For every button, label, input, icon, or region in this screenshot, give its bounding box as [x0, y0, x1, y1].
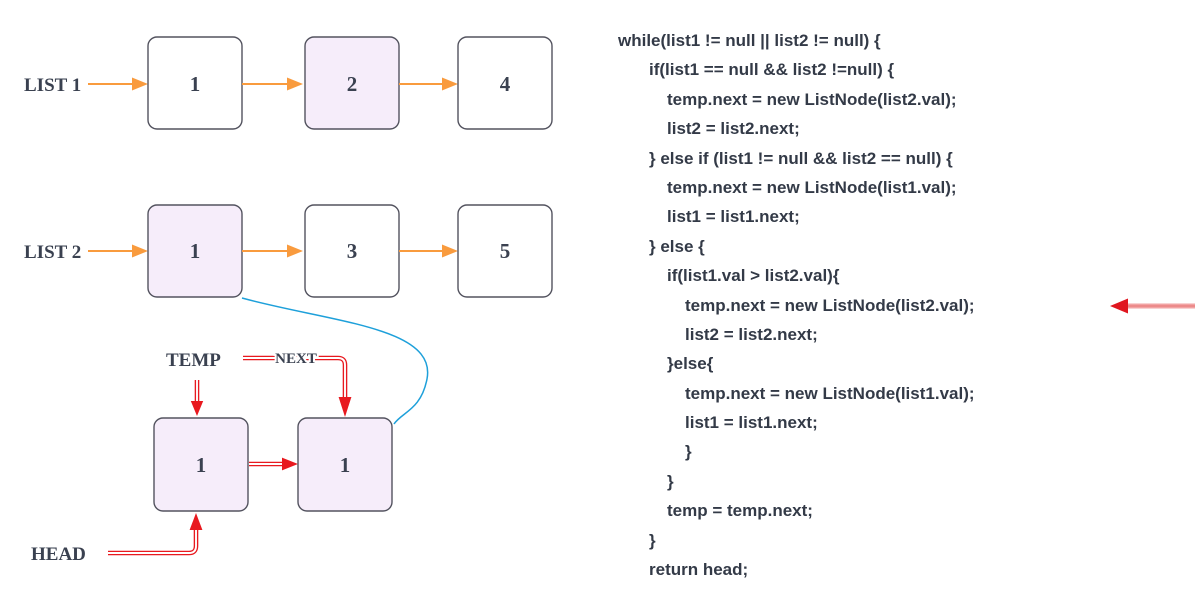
- orange-arrow: [242, 77, 303, 91]
- node-value: 3: [347, 239, 358, 263]
- list2-label: LIST 2: [24, 242, 81, 263]
- list-node: [457, 204, 553, 298]
- code-line: }: [667, 471, 674, 491]
- code-line: } else {: [649, 236, 705, 256]
- code-line: while(list1 != null || list2 != null) {: [618, 31, 881, 50]
- code-line: return head;: [649, 560, 749, 580]
- code-line: temp = temp.next;: [667, 501, 813, 521]
- node-value: 1: [190, 239, 201, 263]
- list1-label: LIST 1: [24, 75, 81, 96]
- node-value: 1: [340, 453, 351, 477]
- code-line: }: [685, 442, 692, 462]
- next-label: NEXT: [275, 351, 317, 367]
- code-line: if(list1 == null && list2 !=null) {: [649, 60, 895, 80]
- head-label: HEAD: [31, 544, 86, 565]
- orange-arrow: [88, 244, 148, 258]
- merged-row: TEMP NEXT 1 1 HEAD: [31, 349, 393, 565]
- code-line: list2 = list2.next;: [685, 324, 818, 344]
- linked-list-diagram: LIST 1 1 2 4 LIST 2 1: [24, 36, 553, 565]
- node-value: 1: [190, 72, 201, 96]
- temp-label: TEMP: [166, 350, 221, 371]
- code-line: temp.next = new ListNode(list2.val);: [685, 295, 975, 315]
- orange-arrow: [399, 77, 458, 91]
- code-pointer-arrow: [1110, 298, 1195, 314]
- list-node: [153, 417, 249, 512]
- code-line: }else{: [667, 354, 714, 374]
- code-block: while(list1 != null || list2 != null) { i…: [618, 26, 1178, 584]
- orange-arrow: [399, 244, 458, 258]
- code-line: temp.next = new ListNode(list2.val);: [667, 89, 957, 109]
- code-line: temp.next = new ListNode(list1.val);: [685, 383, 975, 403]
- head-arrow: [108, 513, 203, 556]
- merge-link-arrow: [249, 457, 298, 471]
- code-line: temp.next = new ListNode(list1.val);: [667, 177, 957, 197]
- list2-to-merged-curve: [241, 297, 429, 425]
- code-line: }: [649, 530, 656, 550]
- orange-arrow: [242, 244, 303, 258]
- orange-arrow: [88, 77, 148, 91]
- list2-row: LIST 2 1 3 5: [24, 204, 553, 298]
- node-value: 1: [196, 453, 207, 477]
- node-value: 2: [347, 72, 358, 96]
- list1-row: LIST 1 1 2 4: [24, 36, 553, 130]
- list-node: [457, 36, 553, 130]
- list-node: [297, 417, 393, 512]
- next-arrow: [243, 355, 352, 417]
- code-line: } else if (list1 != null && list2 == nul…: [649, 148, 953, 168]
- code-line: if(list1.val > list2.val){: [667, 266, 840, 286]
- code-line: list1 = list1.next;: [685, 413, 818, 433]
- node-value: 4: [500, 72, 511, 96]
- node-value: 5: [500, 239, 511, 263]
- code-line: list2 = list2.next;: [667, 119, 800, 139]
- code-line: list1 = list1.next;: [667, 207, 800, 227]
- temp-arrow: [190, 380, 204, 416]
